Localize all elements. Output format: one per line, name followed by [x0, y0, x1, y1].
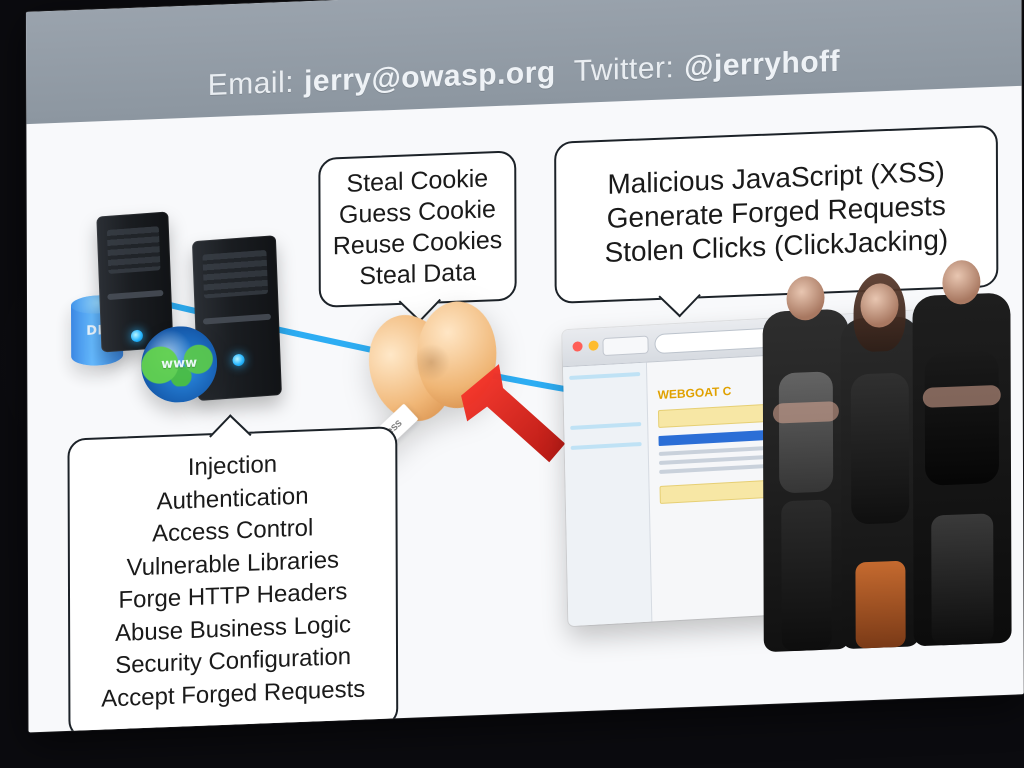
globe-label: www: [161, 355, 198, 373]
email-label: Email:: [207, 65, 295, 103]
browser-nav-buttons: [602, 335, 649, 357]
server-led: [130, 329, 144, 343]
email-value: jerry@owasp.org: [303, 55, 556, 99]
red-arrow-icon: [461, 364, 566, 463]
presentation-slide: Email: jerry@owasp.org Twitter: @jerryho…: [26, 0, 1024, 733]
webgoat-main: WEBGOAT C: [647, 344, 986, 622]
twitter-label: Twitter:: [573, 51, 675, 89]
slide-header-bar: Email: jerry@owasp.org Twitter: @jerryho…: [26, 0, 1022, 125]
browser-window: WEBGOAT C: [562, 306, 987, 627]
server-led: [232, 353, 245, 367]
twitter-handle: @jerryhoff: [684, 44, 841, 84]
speech-bubble-server-threats: Injection Authentication Access Control …: [67, 414, 399, 733]
info-box: [659, 468, 974, 505]
server-strip: [202, 313, 272, 325]
server-strip: [107, 289, 164, 301]
speech-bubble-tail: [658, 274, 701, 318]
sidebar-section: [570, 441, 642, 450]
browser-content: WEBGOAT C: [563, 344, 986, 627]
webgoat-sidebar: [563, 362, 653, 627]
minimize-dot: [588, 340, 599, 351]
speech-bubble-client-threats: Malicious JavaScript (XSS) Generate Forg…: [554, 124, 999, 318]
close-dot: [572, 341, 583, 352]
